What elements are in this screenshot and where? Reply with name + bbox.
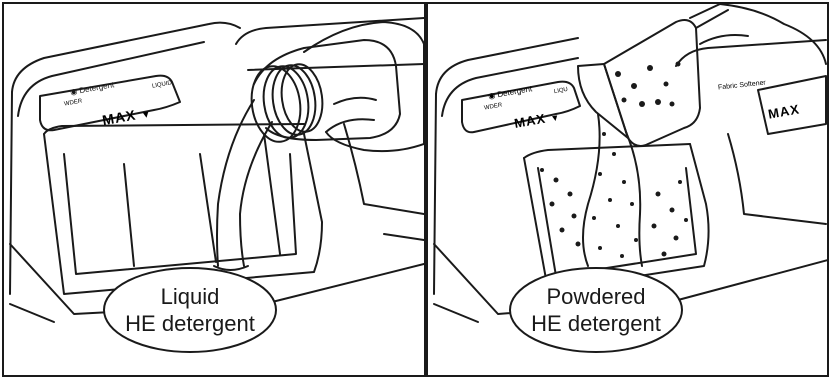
liquid-detergent-panel: Liquid HE detergent ◉ Detergent WDER LIQ… xyxy=(2,2,426,377)
hand-outline xyxy=(303,21,424,153)
compartment-basin xyxy=(523,143,710,291)
powdered-caption: Powdered HE detergent xyxy=(508,266,684,353)
powder-granules xyxy=(540,61,688,258)
liquid-caption: Liquid HE detergent xyxy=(102,266,278,353)
bottle-body xyxy=(253,39,401,141)
scoop-body xyxy=(603,19,701,147)
softener-plate xyxy=(757,75,827,135)
drawer-left-wall xyxy=(433,93,437,295)
bottle-thread-1 xyxy=(262,65,310,139)
drawer-outer-rim xyxy=(11,21,241,93)
liquid-stream xyxy=(216,99,273,267)
basin-lip xyxy=(523,143,691,159)
caption-line2: HE detergent xyxy=(531,311,661,336)
caption-oval xyxy=(103,267,277,353)
hand-finger-2 xyxy=(333,96,377,105)
detergent-icon: ◉ xyxy=(487,90,496,101)
drawer-left-wall xyxy=(9,91,13,295)
bottle-thread-2 xyxy=(271,64,317,136)
bottle-mouth xyxy=(250,65,302,143)
bottle-thread-3 xyxy=(280,63,324,133)
label-plate xyxy=(461,80,581,134)
drawer-inner-rim xyxy=(17,41,205,117)
drawer-inner-rim xyxy=(441,57,579,117)
right-compartment-wall xyxy=(343,123,424,215)
compartment-floor-line xyxy=(123,163,135,267)
hand-outline xyxy=(719,4,827,65)
compartment-inner xyxy=(63,153,297,275)
caption-oval xyxy=(509,267,683,353)
drawer-front-bottom xyxy=(9,303,55,323)
drawer-outer-rim xyxy=(435,37,579,95)
softener-basin xyxy=(727,133,827,225)
caption-line1: Powdered xyxy=(546,284,646,309)
compartment-basin xyxy=(43,133,323,295)
right-compartment xyxy=(235,17,424,45)
compartment-divider xyxy=(263,133,281,255)
caption-line1: Liquid xyxy=(160,284,220,309)
compartment-floor-line-2 xyxy=(199,153,217,263)
max-arrow-icon: ▼ xyxy=(549,112,562,124)
powder-stream-right xyxy=(625,131,643,267)
drawer-edge-right xyxy=(383,233,424,241)
scoop-handle xyxy=(689,4,729,29)
right-compartment-inner xyxy=(247,63,424,71)
detergent-icon: ◉ xyxy=(69,86,78,97)
powder-dispenser-drawing xyxy=(433,4,827,323)
hand-finger xyxy=(699,34,749,45)
hand-finger-1 xyxy=(325,118,375,133)
compartment-inner xyxy=(537,167,697,277)
label-plate xyxy=(39,74,181,132)
powder-stream-left xyxy=(582,113,601,267)
powdered-detergent-panel: Powdered HE detergent ◉ Detergent WDER L… xyxy=(426,2,829,377)
max-arrow-icon: ▼ xyxy=(140,108,153,122)
stream-splash xyxy=(213,265,249,271)
caption-line2: HE detergent xyxy=(125,311,255,336)
scoop-rim xyxy=(577,63,629,139)
basin-lip xyxy=(43,123,305,135)
drawer-front-bottom xyxy=(433,303,479,323)
